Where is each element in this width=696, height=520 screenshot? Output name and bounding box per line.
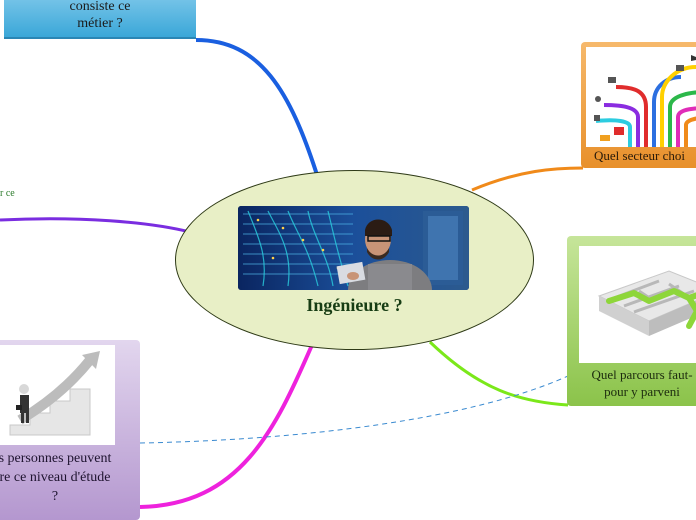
connector-purple xyxy=(0,217,191,234)
engineer-datacenter-photo xyxy=(238,206,469,290)
connector-orange xyxy=(471,166,584,192)
node-label-line: ? xyxy=(51,489,59,504)
node-label-line: métier ? xyxy=(77,16,123,31)
node-label-line: s personnes peuvent xyxy=(0,451,112,466)
colorful-paths-illustration xyxy=(586,47,696,147)
node-label-line: re ce niveau d'étude xyxy=(0,470,111,485)
node-label-line: pour y parveni xyxy=(604,384,680,399)
node-what-job-consists-label: consiste ce métier ? xyxy=(4,0,196,32)
node-who-can-reach-label: s personnes peuvent re ce niveau d'étude… xyxy=(0,449,150,506)
node-which-path[interactable]: Quel parcours faut- pour y parveni xyxy=(567,236,696,406)
connector-magenta xyxy=(139,344,314,509)
stairs-arrow-businessman-icon xyxy=(0,345,115,445)
node-who-can-reach[interactable]: s personnes peuvent re ce niveau d'étude… xyxy=(0,340,140,520)
node-which-sector-label: Quel secteur choi xyxy=(594,148,685,163)
central-topic-title: Ingénieure ? xyxy=(306,295,403,315)
node-what-job-consists[interactable]: consiste ce métier ? xyxy=(4,0,196,39)
connector-dashed xyxy=(139,375,569,444)
connector-green xyxy=(428,340,569,407)
node-left-label[interactable]: r ce xyxy=(0,188,15,199)
node-label-line: Quel parcours faut- xyxy=(591,367,693,382)
maze-3d-icon xyxy=(579,246,696,363)
node-label-line: consiste ce xyxy=(69,0,131,14)
node-which-path-label: Quel parcours faut- pour y parveni xyxy=(567,366,696,400)
connector-blue xyxy=(195,38,320,179)
node-which-sector[interactable]: Quel secteur choi xyxy=(581,42,696,168)
